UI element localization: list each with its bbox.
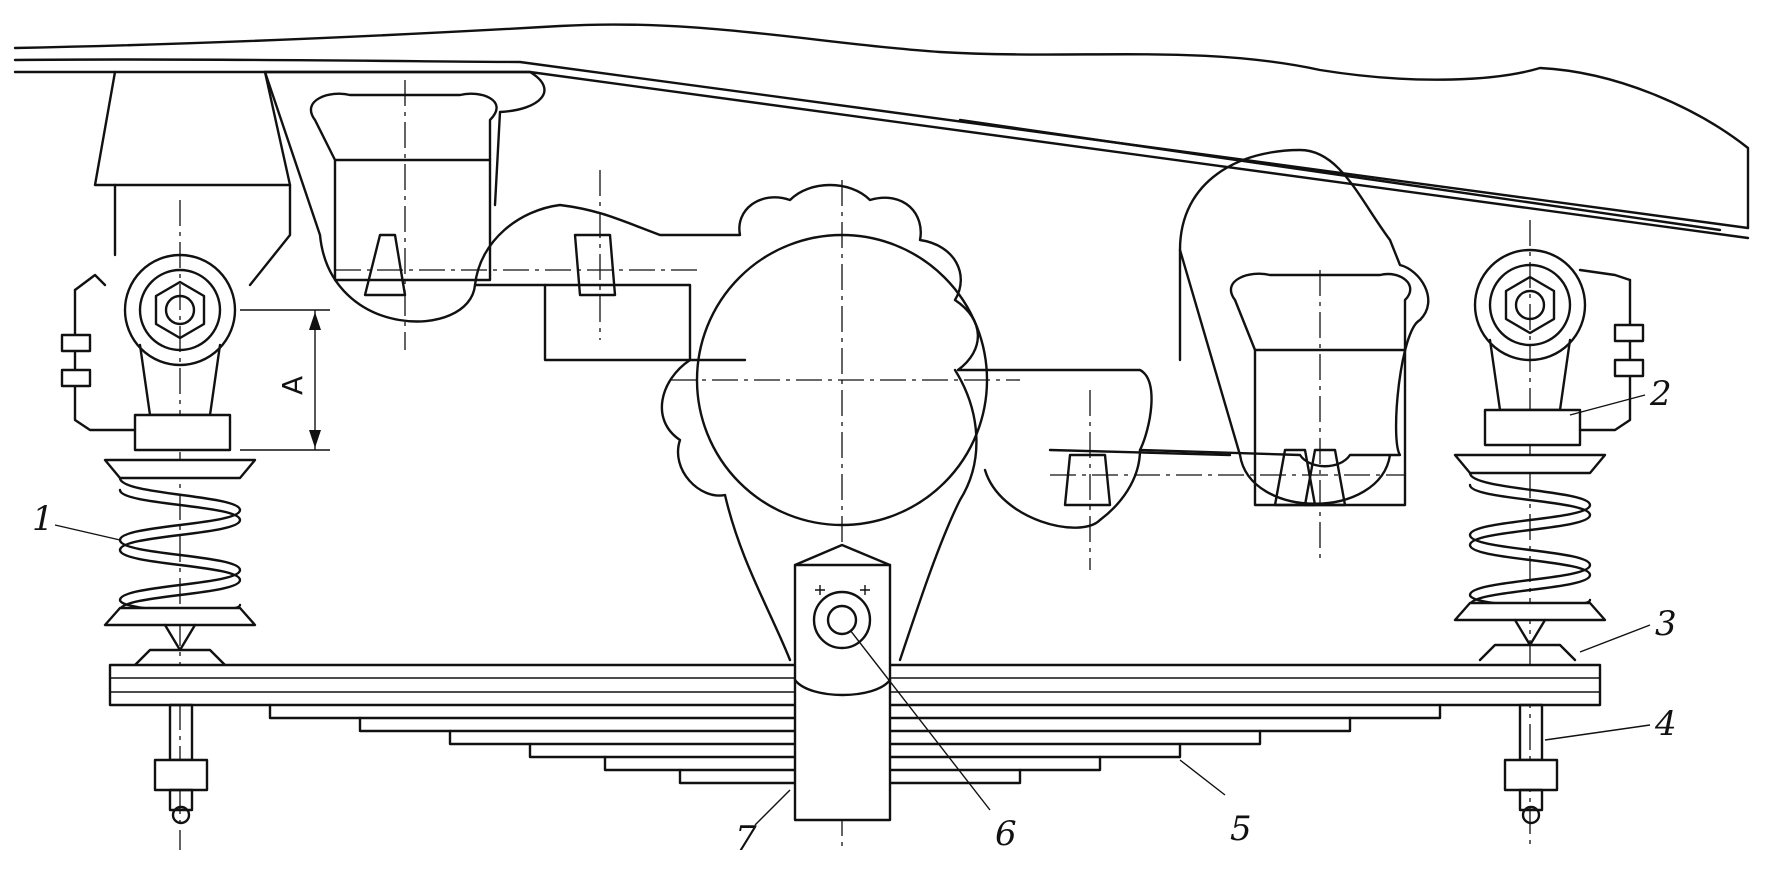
label-4: 4 <box>1654 704 1677 744</box>
dimension-a-label: A <box>276 376 309 395</box>
leader-lines <box>54 394 1651 826</box>
label-2: 2 <box>1649 374 1672 414</box>
label-6: 6 <box>995 814 1017 854</box>
coil-springs <box>103 453 1607 652</box>
spring-seats <box>133 643 1577 667</box>
dimension-a: A <box>240 309 330 451</box>
label-3: 3 <box>1655 604 1677 644</box>
axle-carrier <box>263 70 1430 662</box>
label-7: 7 <box>735 819 757 859</box>
right-shackle <box>1473 248 1645 447</box>
bolts <box>153 703 1559 825</box>
left-shackle <box>60 253 237 452</box>
label-5: 5 <box>1230 809 1252 849</box>
part-labels: 1 2 3 4 5 6 7 <box>32 374 1677 859</box>
frame-rail <box>13 23 1750 240</box>
center-bracket <box>793 543 892 822</box>
bump-stops <box>309 92 1412 507</box>
label-1: 1 <box>32 499 54 539</box>
left-hanger <box>93 70 292 287</box>
